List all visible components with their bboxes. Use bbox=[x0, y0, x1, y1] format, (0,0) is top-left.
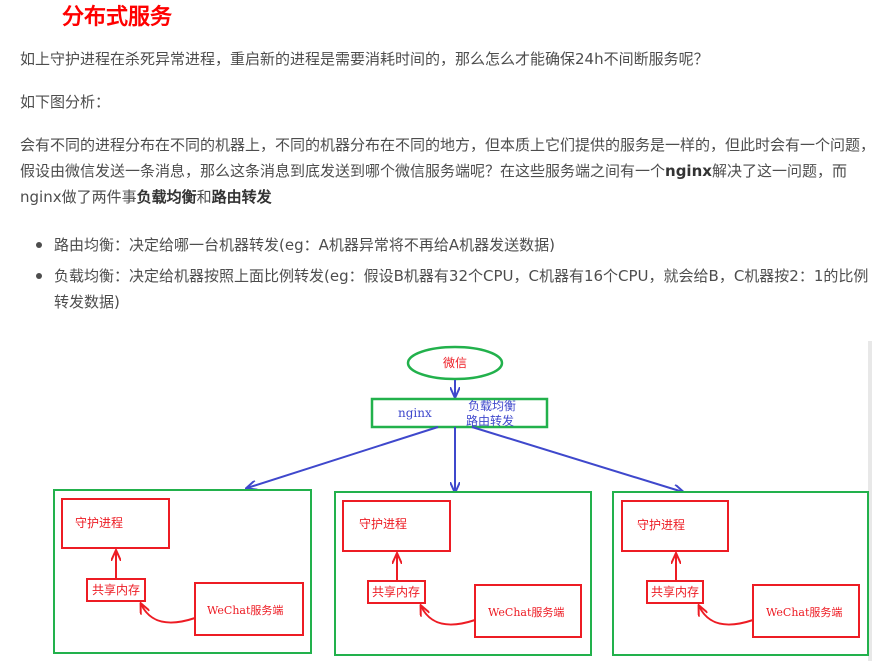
server-machine-2: 守护进程 共享内存 WeChat服务端 bbox=[334, 491, 592, 656]
arrow-to-server-1 bbox=[247, 426, 439, 488]
shm-box bbox=[86, 578, 146, 602]
wechat-server-box bbox=[752, 584, 860, 638]
daemon-label: 守护进程 bbox=[637, 517, 685, 532]
shm-box bbox=[646, 580, 704, 604]
explanation-paragraph: 会有不同的进程分布在不同的机器上，不同的机器分布在不同的地方，但本质上它们提供的… bbox=[20, 132, 875, 210]
nginx-label: nginx bbox=[398, 406, 432, 420]
daemon-box bbox=[61, 498, 170, 549]
explanation-mid: 解决了这一问题，而nginx做了两件事 bbox=[20, 162, 847, 206]
explanation-text: 会有不同的进程分布在不同的机器上，不同的机器分布在不同的地方，但本质上它们提供的… bbox=[20, 136, 876, 180]
daemon-label: 守护进程 bbox=[75, 515, 123, 530]
server-to-shm-arrow bbox=[141, 604, 196, 624]
wechat-server-label: WeChat服务端 bbox=[488, 606, 564, 619]
shm-label: 共享内存 bbox=[372, 584, 420, 599]
arrow-to-server-3 bbox=[471, 426, 683, 492]
list-item: 负载均衡：决定给机器按照上面比例转发(eg：假设B机器有32个CPU，C机器有1… bbox=[20, 263, 875, 315]
load-balance-bold: 负载均衡 bbox=[136, 188, 197, 206]
daemon-label: 守护进程 bbox=[359, 516, 407, 531]
side-strip bbox=[868, 341, 872, 661]
server-to-shm-arrow bbox=[421, 606, 476, 626]
analysis-lead: 如下图分析： bbox=[20, 93, 111, 111]
load-balance-label: 负载均衡 bbox=[468, 399, 516, 413]
bullet-list: 路由均衡：决定给哪一台机器转发(eg：A机器异常将不再给A机器发送数据) 负载均… bbox=[20, 232, 875, 320]
wechat-label: 微信 bbox=[443, 356, 467, 370]
bullet-dot bbox=[36, 273, 42, 279]
list-item-text: 路由均衡：决定给哪一台机器转发(eg：A机器异常将不再给A机器发送数据) bbox=[54, 236, 555, 254]
wechat-server-box bbox=[474, 584, 582, 638]
route-forward-bold: 路由转发 bbox=[211, 188, 272, 206]
route-forward-label: 路由转发 bbox=[466, 413, 514, 428]
shm-label: 共享内存 bbox=[651, 584, 699, 599]
wechat-server-label: WeChat服务端 bbox=[766, 606, 842, 619]
server-machine-3: 守护进程 共享内存 WeChat服务端 bbox=[612, 491, 869, 656]
daemon-box bbox=[342, 500, 451, 552]
architecture-diagram: 微信 nginx 负载均衡 路由转发 守护进程 共享内存 WeChat服务端 守… bbox=[53, 341, 872, 661]
shm-label: 共享内存 bbox=[92, 582, 140, 597]
bullet-dot bbox=[36, 242, 42, 248]
list-item-text: 负载均衡：决定给机器按照上面比例转发(eg：假设B机器有32个CPU，C机器有1… bbox=[54, 267, 869, 311]
list-item: 路由均衡：决定给哪一台机器转发(eg：A机器异常将不再给A机器发送数据) bbox=[20, 232, 875, 258]
shm-box bbox=[367, 580, 426, 604]
daemon-box bbox=[621, 500, 729, 552]
intro-paragraph: 如上守护进程在杀死异常进程，重启新的进程是需要消耗时间的，那么怎么才能确保24h… bbox=[20, 50, 709, 68]
wechat-server-label: WeChat服务端 bbox=[207, 604, 283, 617]
and-text: 和 bbox=[196, 188, 212, 206]
nginx-box bbox=[370, 397, 549, 429]
section-heading: 分布式服务 bbox=[62, 5, 173, 30]
server-to-shm-arrow bbox=[699, 606, 754, 626]
wechat-node bbox=[406, 345, 504, 381]
server-machine-1: 守护进程 共享内存 WeChat服务端 bbox=[53, 489, 312, 654]
nginx-bold: nginx bbox=[665, 162, 712, 180]
wechat-server-box bbox=[194, 582, 304, 636]
